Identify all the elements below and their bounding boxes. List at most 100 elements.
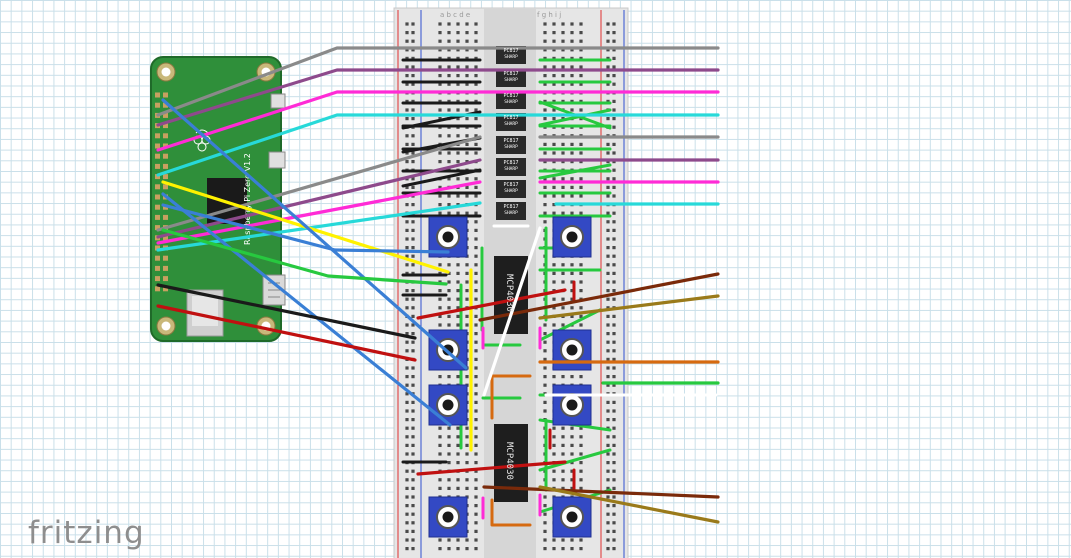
breadboard-hole <box>438 452 442 456</box>
breadboard-hole <box>570 142 574 146</box>
breadboard-hole <box>456 99 460 103</box>
breadboard-hole <box>552 48 556 52</box>
connection-wire <box>156 113 720 177</box>
breadboard-hole <box>456 435 460 439</box>
breadboard-hole <box>411 297 415 301</box>
breadboard-hole <box>552 306 556 310</box>
breadboard-hole <box>405 426 409 430</box>
gpio-pin <box>163 235 168 241</box>
breadboard-hole <box>405 254 409 258</box>
breadboard-hole <box>474 271 478 275</box>
breadboard-hole <box>474 529 478 533</box>
gpio-pin <box>163 112 168 118</box>
breadboard-hole <box>438 99 442 103</box>
breadboard-hole <box>465 142 469 146</box>
breadboard-hole <box>405 478 409 482</box>
breadboard-hole <box>570 99 574 103</box>
breadboard-hole <box>579 65 583 69</box>
breadboard-hole <box>612 521 616 525</box>
breadboard-hole <box>411 443 415 447</box>
breadboard-hole <box>438 134 442 138</box>
breadboard-hole <box>447 486 451 490</box>
breadboard-hole <box>579 211 583 215</box>
breadboard-hole <box>579 289 583 293</box>
connection-wire <box>482 485 720 499</box>
breadboard-hole <box>438 297 442 301</box>
breadboard-hole <box>561 263 565 267</box>
breadboard-hole <box>543 56 547 60</box>
breadboard-hole <box>456 538 460 542</box>
breadboard-hole <box>411 220 415 224</box>
column-letters-left: a b c d e <box>440 11 470 19</box>
breadboard-hole <box>405 31 409 35</box>
breadboard-hole <box>447 271 451 275</box>
breadboard-hole <box>465 108 469 112</box>
optocoupler-1: PC817 SHARP <box>503 48 518 60</box>
breadboard-hole <box>474 237 478 241</box>
breadboard-hole <box>579 99 583 103</box>
breadboard-hole <box>570 547 574 551</box>
breadboard-hole <box>552 185 556 189</box>
breadboard-hole <box>606 461 610 465</box>
trimpot-knob-center <box>566 511 578 523</box>
breadboard-hole <box>552 211 556 215</box>
breadboard-hole <box>561 177 565 181</box>
breadboard-hole <box>411 383 415 387</box>
breadboard-hole <box>612 400 616 404</box>
connection-wire <box>161 228 448 286</box>
breadboard-hole <box>561 22 565 26</box>
breadboard-hole <box>456 48 460 52</box>
gpio-pin <box>155 174 160 180</box>
gpio-pin <box>155 204 160 210</box>
breadboard-hole <box>465 486 469 490</box>
breadboard-hole <box>405 271 409 275</box>
breadboard-hole <box>552 151 556 155</box>
optocoupler-body <box>496 91 526 109</box>
breadboard-hole <box>438 82 442 86</box>
svg-text:SHARP: SHARP <box>504 54 518 60</box>
breadboard-hole <box>465 375 469 379</box>
breadboard-hole <box>570 478 574 482</box>
breadboard-hole <box>411 332 415 336</box>
breadboard-hole <box>561 39 565 43</box>
breadboard-hole <box>606 220 610 224</box>
breadboard-hole <box>612 504 616 508</box>
breadboard-hole <box>474 220 478 224</box>
breadboard-hole <box>456 443 460 447</box>
breadboard-hole <box>465 271 469 275</box>
breadboard-hole <box>456 39 460 43</box>
breadboard-hole <box>543 151 547 155</box>
breadboard-hole <box>579 39 583 43</box>
connection-wire <box>156 304 417 362</box>
breadboard-hole <box>606 521 610 525</box>
breadboard-hole <box>552 160 556 164</box>
breadboard-hole <box>612 357 616 361</box>
breadboard-hole <box>612 280 616 284</box>
breadboard-hole <box>606 280 610 284</box>
breadboard-hole <box>438 289 442 293</box>
connection-wire <box>156 46 720 117</box>
breadboard-hole <box>474 82 478 86</box>
breadboard-hole <box>411 418 415 422</box>
breadboard-hole <box>474 478 478 482</box>
breadboard-hole <box>606 228 610 232</box>
breadboard-hole <box>579 443 583 447</box>
breadboard-hole <box>465 177 469 181</box>
breadboard-hole <box>606 211 610 215</box>
breadboard-hole <box>405 117 409 121</box>
breadboard-hole <box>612 547 616 551</box>
breadboard-hole <box>438 211 442 215</box>
breadboard-hole <box>543 332 547 336</box>
breadboard-hole <box>456 271 460 275</box>
gpio-pin <box>163 153 168 159</box>
connection-wire <box>478 272 720 322</box>
breadboard-hole <box>474 263 478 267</box>
breadboard-hole <box>411 48 415 52</box>
breadboard-hole <box>612 99 616 103</box>
breadboard-hole <box>438 375 442 379</box>
breadboard-hole <box>465 461 469 465</box>
breadboard-hole <box>552 323 556 327</box>
breadboard-hole <box>570 263 574 267</box>
breadboard-hole <box>570 486 574 490</box>
gpio-pin <box>155 163 160 169</box>
